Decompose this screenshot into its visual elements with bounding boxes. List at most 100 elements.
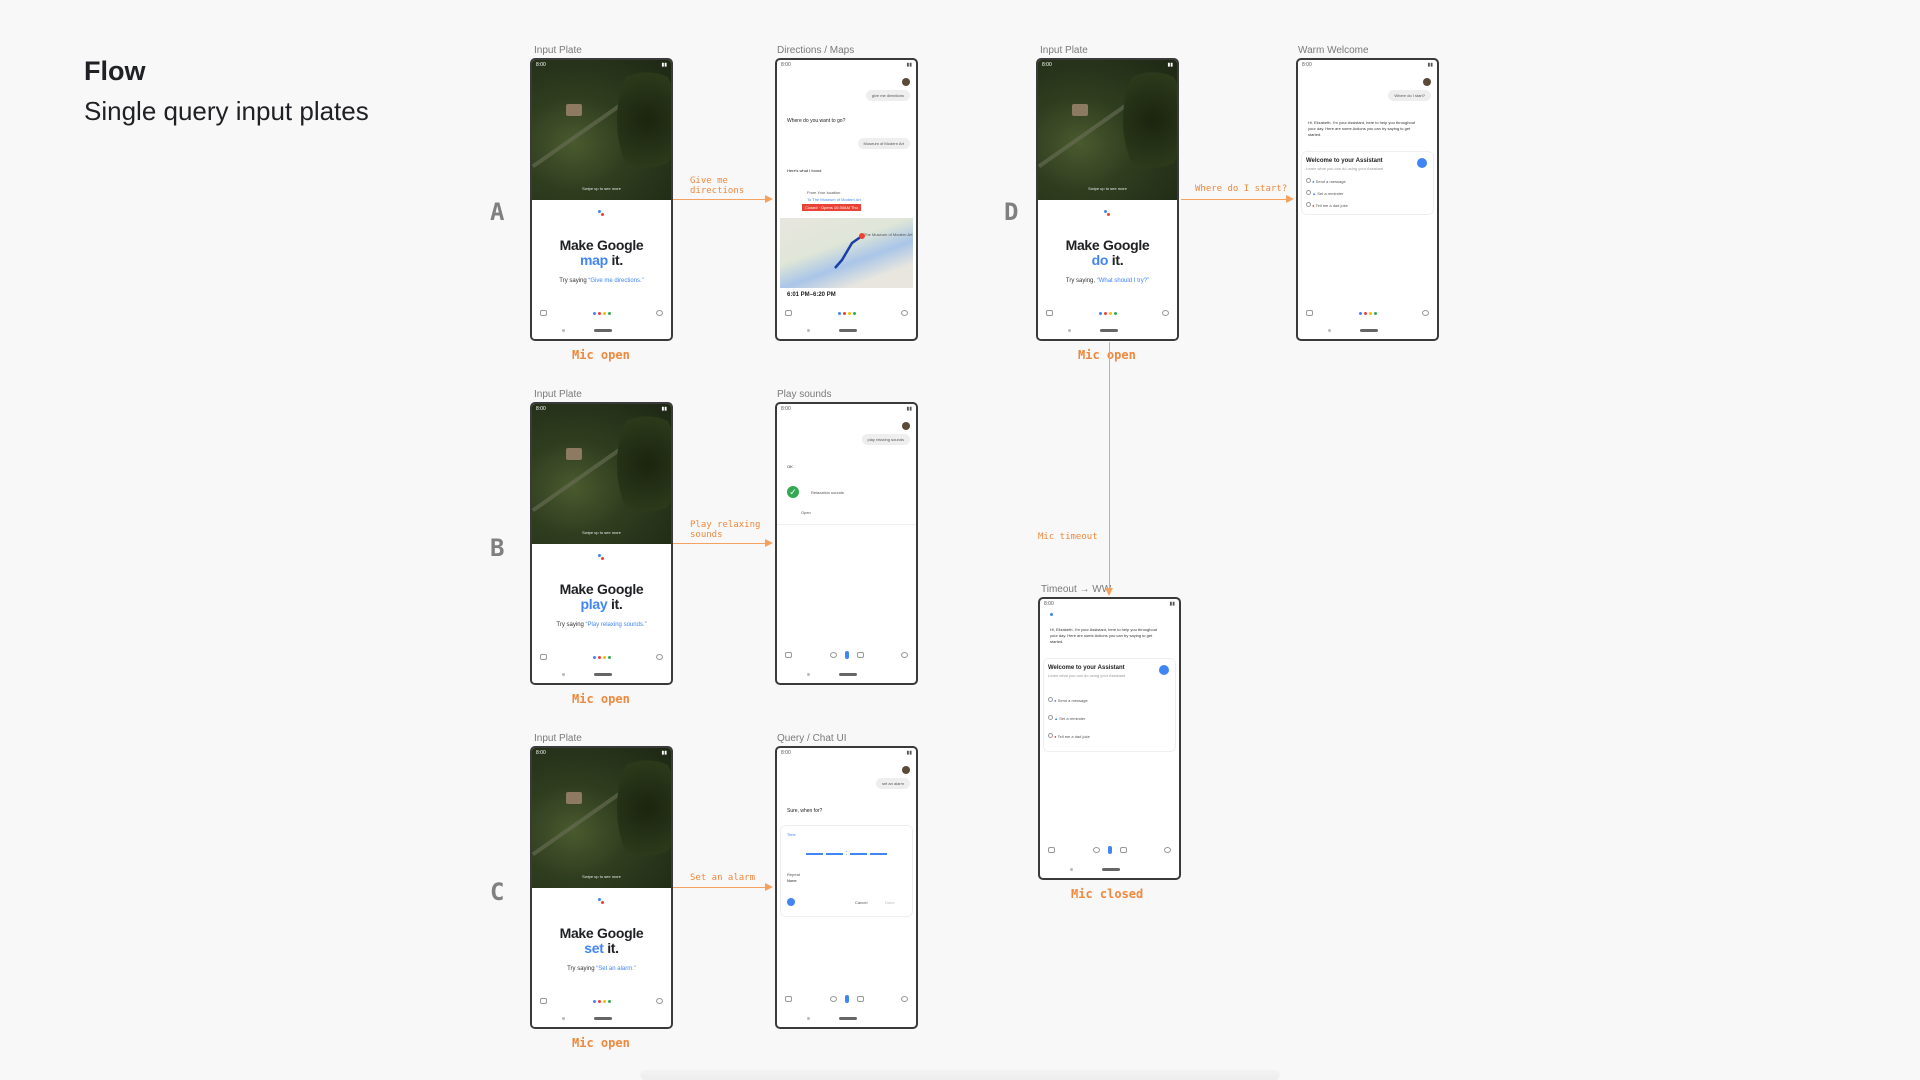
nav-bar — [532, 673, 671, 677]
example-query[interactable]: “Give me directions.” — [588, 278, 644, 284]
card-subtitle: Learn what you can do using your Assista… — [1306, 166, 1384, 171]
arrow-timeout — [1109, 342, 1110, 589]
caption-welcome: Warm Welcome — [1298, 45, 1369, 56]
compass-icon[interactable] — [656, 310, 663, 316]
compass-icon[interactable] — [1422, 310, 1429, 316]
phone-caption-mic: Mic open — [572, 348, 630, 362]
compass-icon[interactable] — [901, 996, 908, 1002]
swipe-hint: Swipe up to see more — [582, 530, 621, 535]
phone-caption-mic: Mic open — [572, 1036, 630, 1050]
status-bar: 8:00▮▮ — [781, 750, 912, 756]
closed-badge: Closed · Opens 10:30AM Thu — [802, 204, 861, 211]
nav-bar — [1040, 868, 1179, 872]
arrowhead-c — [765, 883, 773, 891]
compass-icon[interactable] — [656, 998, 663, 1004]
action-item[interactable]: ● Send a message — [1048, 697, 1088, 703]
tray-icon[interactable] — [1306, 310, 1313, 316]
arrow-label-d: Where do I start? — [1195, 184, 1288, 194]
example-query[interactable]: “Set an alarm.” — [596, 966, 636, 972]
tray-icon[interactable] — [1046, 310, 1053, 316]
compass-icon[interactable] — [1164, 847, 1171, 853]
wallpaper-photo: Swipe up to see more — [1038, 60, 1177, 200]
lens-icon[interactable] — [1092, 847, 1100, 853]
home-pill[interactable] — [839, 673, 857, 676]
compass-icon[interactable] — [901, 310, 908, 316]
assistant-dots-icon[interactable] — [592, 999, 611, 1003]
assistant-question: Sure, when for? — [787, 808, 823, 814]
bottom-shadow — [640, 1070, 1280, 1080]
caption-input-plate: Input Plate — [534, 389, 582, 400]
home-pill[interactable] — [594, 673, 612, 676]
tray-icon[interactable] — [540, 998, 547, 1004]
headline-verb: do — [1091, 252, 1109, 268]
row-label-a: A — [490, 198, 505, 226]
phone-caption-mic: Mic open — [572, 692, 630, 706]
home-pill[interactable] — [839, 1017, 857, 1020]
keyboard-icon[interactable] — [856, 652, 864, 658]
mic-icon[interactable] — [1107, 846, 1112, 854]
compass-icon[interactable] — [1162, 310, 1169, 316]
home-pill[interactable] — [1360, 329, 1378, 332]
assistant-dots-icon[interactable] — [837, 311, 856, 315]
route-line — [834, 233, 865, 269]
card-subtitle: Learn what you can do using your Assista… — [1048, 673, 1126, 678]
tray-icon[interactable] — [540, 310, 547, 316]
assistant-dots-icon[interactable] — [592, 655, 611, 659]
done-button[interactable]: Done — [885, 900, 895, 905]
action-item[interactable]: ▲ Set a reminder — [1306, 190, 1343, 196]
nav-bar — [777, 1017, 916, 1021]
home-pill[interactable] — [594, 1017, 612, 1020]
status-bar: 8:00▮▮ — [1302, 62, 1433, 68]
input-bar — [785, 993, 908, 1005]
keyboard-icon[interactable] — [856, 996, 864, 1002]
caption-chat: Query / Chat UI — [777, 733, 847, 744]
map[interactable]: The Museum of Modern Art — [780, 218, 913, 288]
tray-icon[interactable] — [540, 654, 547, 660]
avatar — [902, 78, 910, 86]
assistant-dots-icon[interactable] — [1098, 311, 1117, 315]
headline-verb: set — [584, 940, 604, 956]
welcome-intro: Hi, Elizabeth. I'm your Assistant, here … — [1050, 627, 1158, 644]
home-pill[interactable] — [1102, 868, 1120, 871]
tray-icon[interactable] — [785, 310, 792, 316]
example-query[interactable]: “What should I try?” — [1096, 278, 1150, 284]
action-item[interactable]: ● Tell me a dad joke — [1048, 733, 1090, 739]
time-input[interactable]: : — [781, 850, 912, 857]
action-item[interactable]: ▲ Set a reminder — [1048, 715, 1085, 721]
home-pill[interactable] — [594, 329, 612, 332]
repeat-value[interactable]: None — [787, 878, 797, 883]
divider — [777, 524, 916, 525]
tray-icon[interactable] — [1048, 847, 1055, 853]
lens-icon[interactable] — [829, 652, 837, 658]
home-pill[interactable] — [1100, 329, 1118, 332]
compass-icon[interactable] — [656, 654, 663, 660]
action-item[interactable]: ● Send a message — [1306, 178, 1346, 184]
swipe-hint: Swipe up to see more — [1088, 186, 1127, 191]
action-item[interactable]: ● Tell me a dad joke — [1306, 202, 1348, 208]
status-bar: 8:00▮▮ — [536, 406, 667, 412]
mic-icon[interactable] — [844, 651, 849, 659]
home-pill[interactable] — [839, 329, 857, 332]
keyboard-icon[interactable] — [1119, 847, 1127, 853]
tray-icon[interactable] — [785, 652, 792, 658]
welcome-card: Welcome to your Assistant Learn what you… — [1044, 659, 1175, 751]
compass-icon[interactable] — [901, 652, 908, 658]
example-query[interactable]: “Play relaxing sounds.” — [585, 622, 647, 628]
cancel-button[interactable]: Cancel — [855, 900, 868, 905]
assistant-dots-icon[interactable] — [592, 311, 611, 315]
assistant-dots-icon[interactable] — [1358, 311, 1377, 315]
tray-icon[interactable] — [785, 996, 792, 1002]
open-link[interactable]: Open — [801, 510, 811, 515]
route-times: 6:01 PM–6:20 PM — [787, 292, 836, 298]
input-bar — [785, 649, 908, 661]
caption-input-plate: Input Plate — [1040, 45, 1088, 56]
mic-icon[interactable] — [844, 995, 849, 1003]
time-label: Time — [787, 832, 796, 837]
wallpaper-photo: Swipe up to see more — [532, 748, 671, 888]
nav-bar — [532, 329, 671, 333]
lens-icon[interactable] — [829, 996, 837, 1002]
found-text: Here's what I found — [787, 168, 822, 173]
